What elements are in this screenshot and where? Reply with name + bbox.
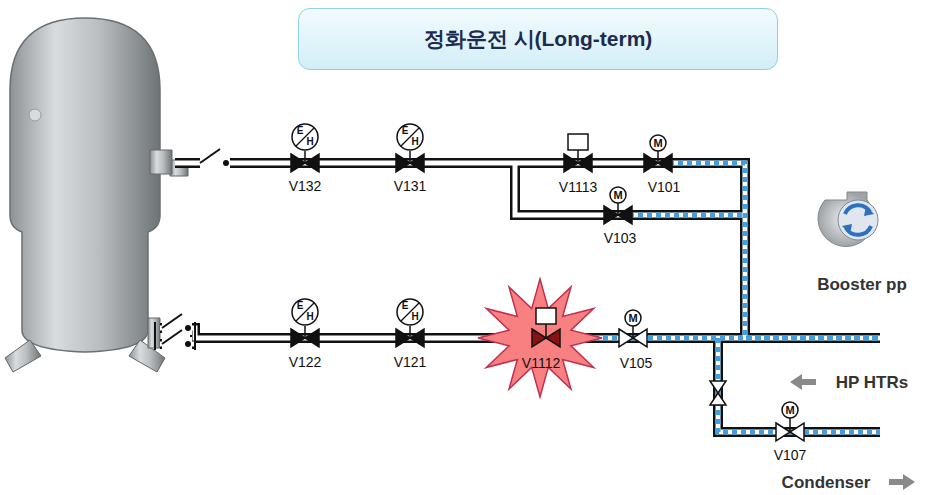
- actuator-letter: H: [306, 312, 313, 322]
- actuator-letter: H: [411, 312, 418, 322]
- actuator-letter: M: [628, 313, 637, 324]
- equipment-label: Booster pp: [817, 276, 907, 293]
- actuator-letter: E: [402, 301, 409, 311]
- pump-icon: [818, 192, 878, 247]
- actuator-letter: E: [297, 301, 304, 311]
- equipment-label: HP HTRs: [836, 374, 908, 391]
- explosion: [478, 279, 602, 397]
- title-banner: 정화운전 시(Long-term): [298, 8, 778, 70]
- vessel: [5, 18, 188, 372]
- valves: [291, 124, 804, 441]
- valve-tag: V101: [648, 180, 681, 194]
- valve-tag: V107: [774, 448, 807, 462]
- valve-tag: V105: [620, 356, 653, 370]
- actuator-letter: H: [306, 137, 313, 147]
- valve-tag: V1113: [559, 180, 597, 194]
- switch-symbol: [155, 149, 230, 351]
- equipment-label: Condenser: [782, 474, 871, 491]
- actuator-letter: E: [402, 126, 409, 136]
- valve-tag: V131: [394, 179, 427, 193]
- actuator-letter: M: [653, 138, 662, 149]
- valve-tag: V103: [604, 231, 637, 245]
- valve-tag: V1112: [522, 356, 560, 370]
- actuator-letter: M: [613, 190, 622, 201]
- valve-tag: V132: [289, 179, 322, 193]
- valve-tag: V122: [289, 355, 322, 369]
- valve-tag: V121: [394, 355, 427, 369]
- actuator-letter: H: [411, 137, 418, 147]
- actuator-letter: E: [297, 126, 304, 136]
- title: 정화운전 시(Long-term): [424, 25, 653, 53]
- pipes: [160, 163, 880, 432]
- actuator-letter: M: [785, 405, 794, 416]
